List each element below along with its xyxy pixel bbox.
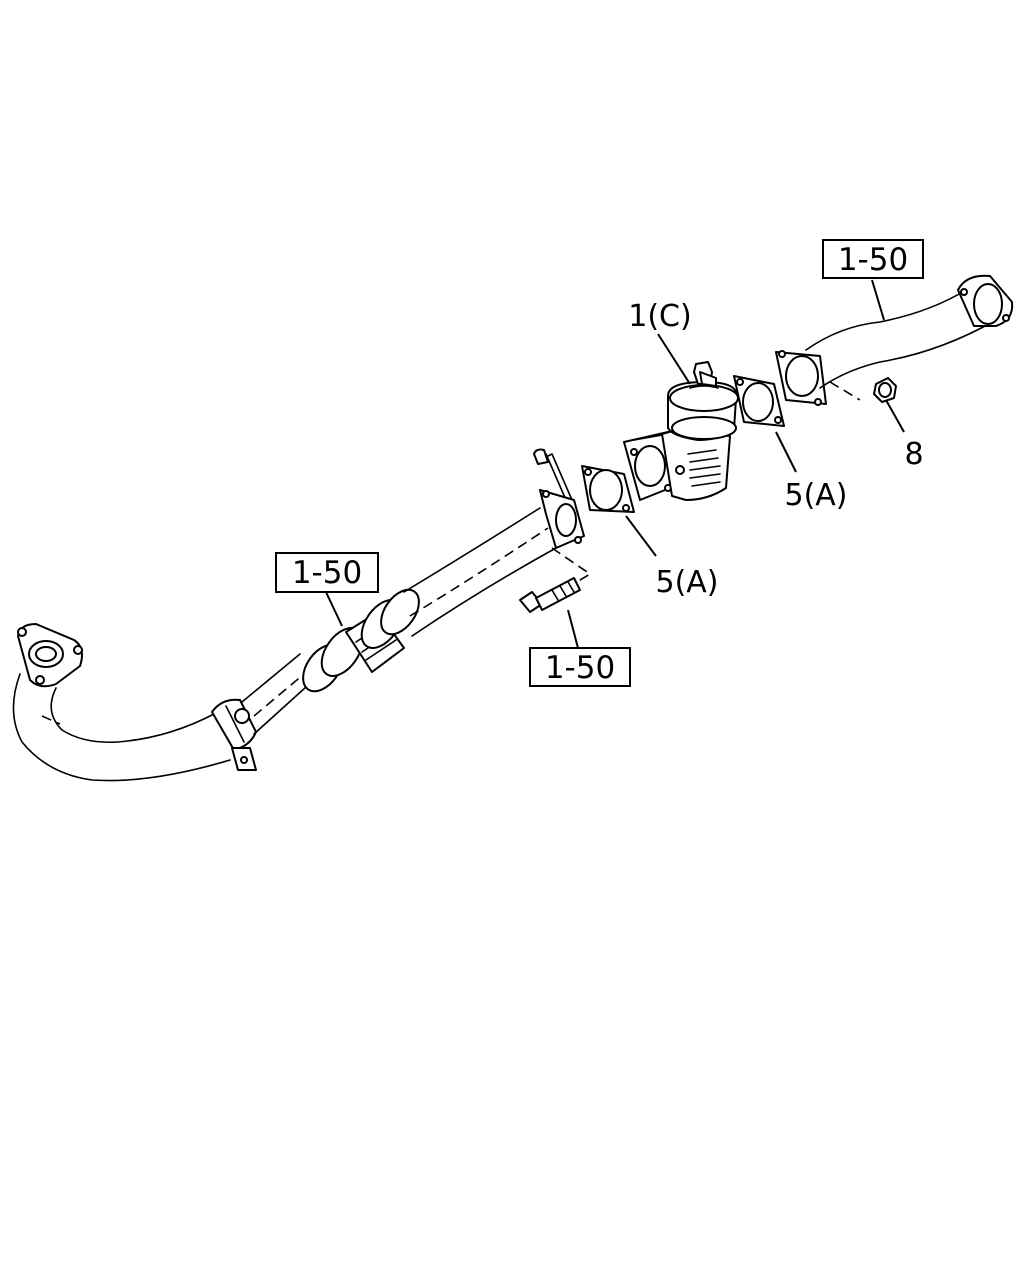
callout-ref-left-pipe: 1-50 (275, 552, 379, 593)
callout-ref-upper-right: 1-50 (822, 239, 924, 279)
label-nut: 8 (904, 437, 923, 472)
label-converter: 1(C) (628, 299, 691, 334)
gasket-left (581, 465, 635, 513)
flange-nut (873, 377, 897, 403)
flange-bolt (519, 577, 581, 613)
callout-ref-left-pipe-label: 1-50 (292, 555, 362, 591)
leader-lines (325, 279, 905, 649)
callout-ref-bolt: 1-50 (529, 647, 631, 687)
front-exhaust-pipe (12, 448, 585, 782)
callout-ref-bolt-label: 1-50 (545, 650, 615, 686)
catalytic-converter (623, 361, 739, 501)
label-gasket-right: 5(A) (784, 478, 847, 513)
label-gasket-left: 5(A) (655, 565, 718, 600)
callout-ref-upper-right-label: 1-50 (838, 242, 908, 278)
rear-exhaust-pipe (775, 274, 1014, 406)
gasket-right (733, 375, 785, 427)
